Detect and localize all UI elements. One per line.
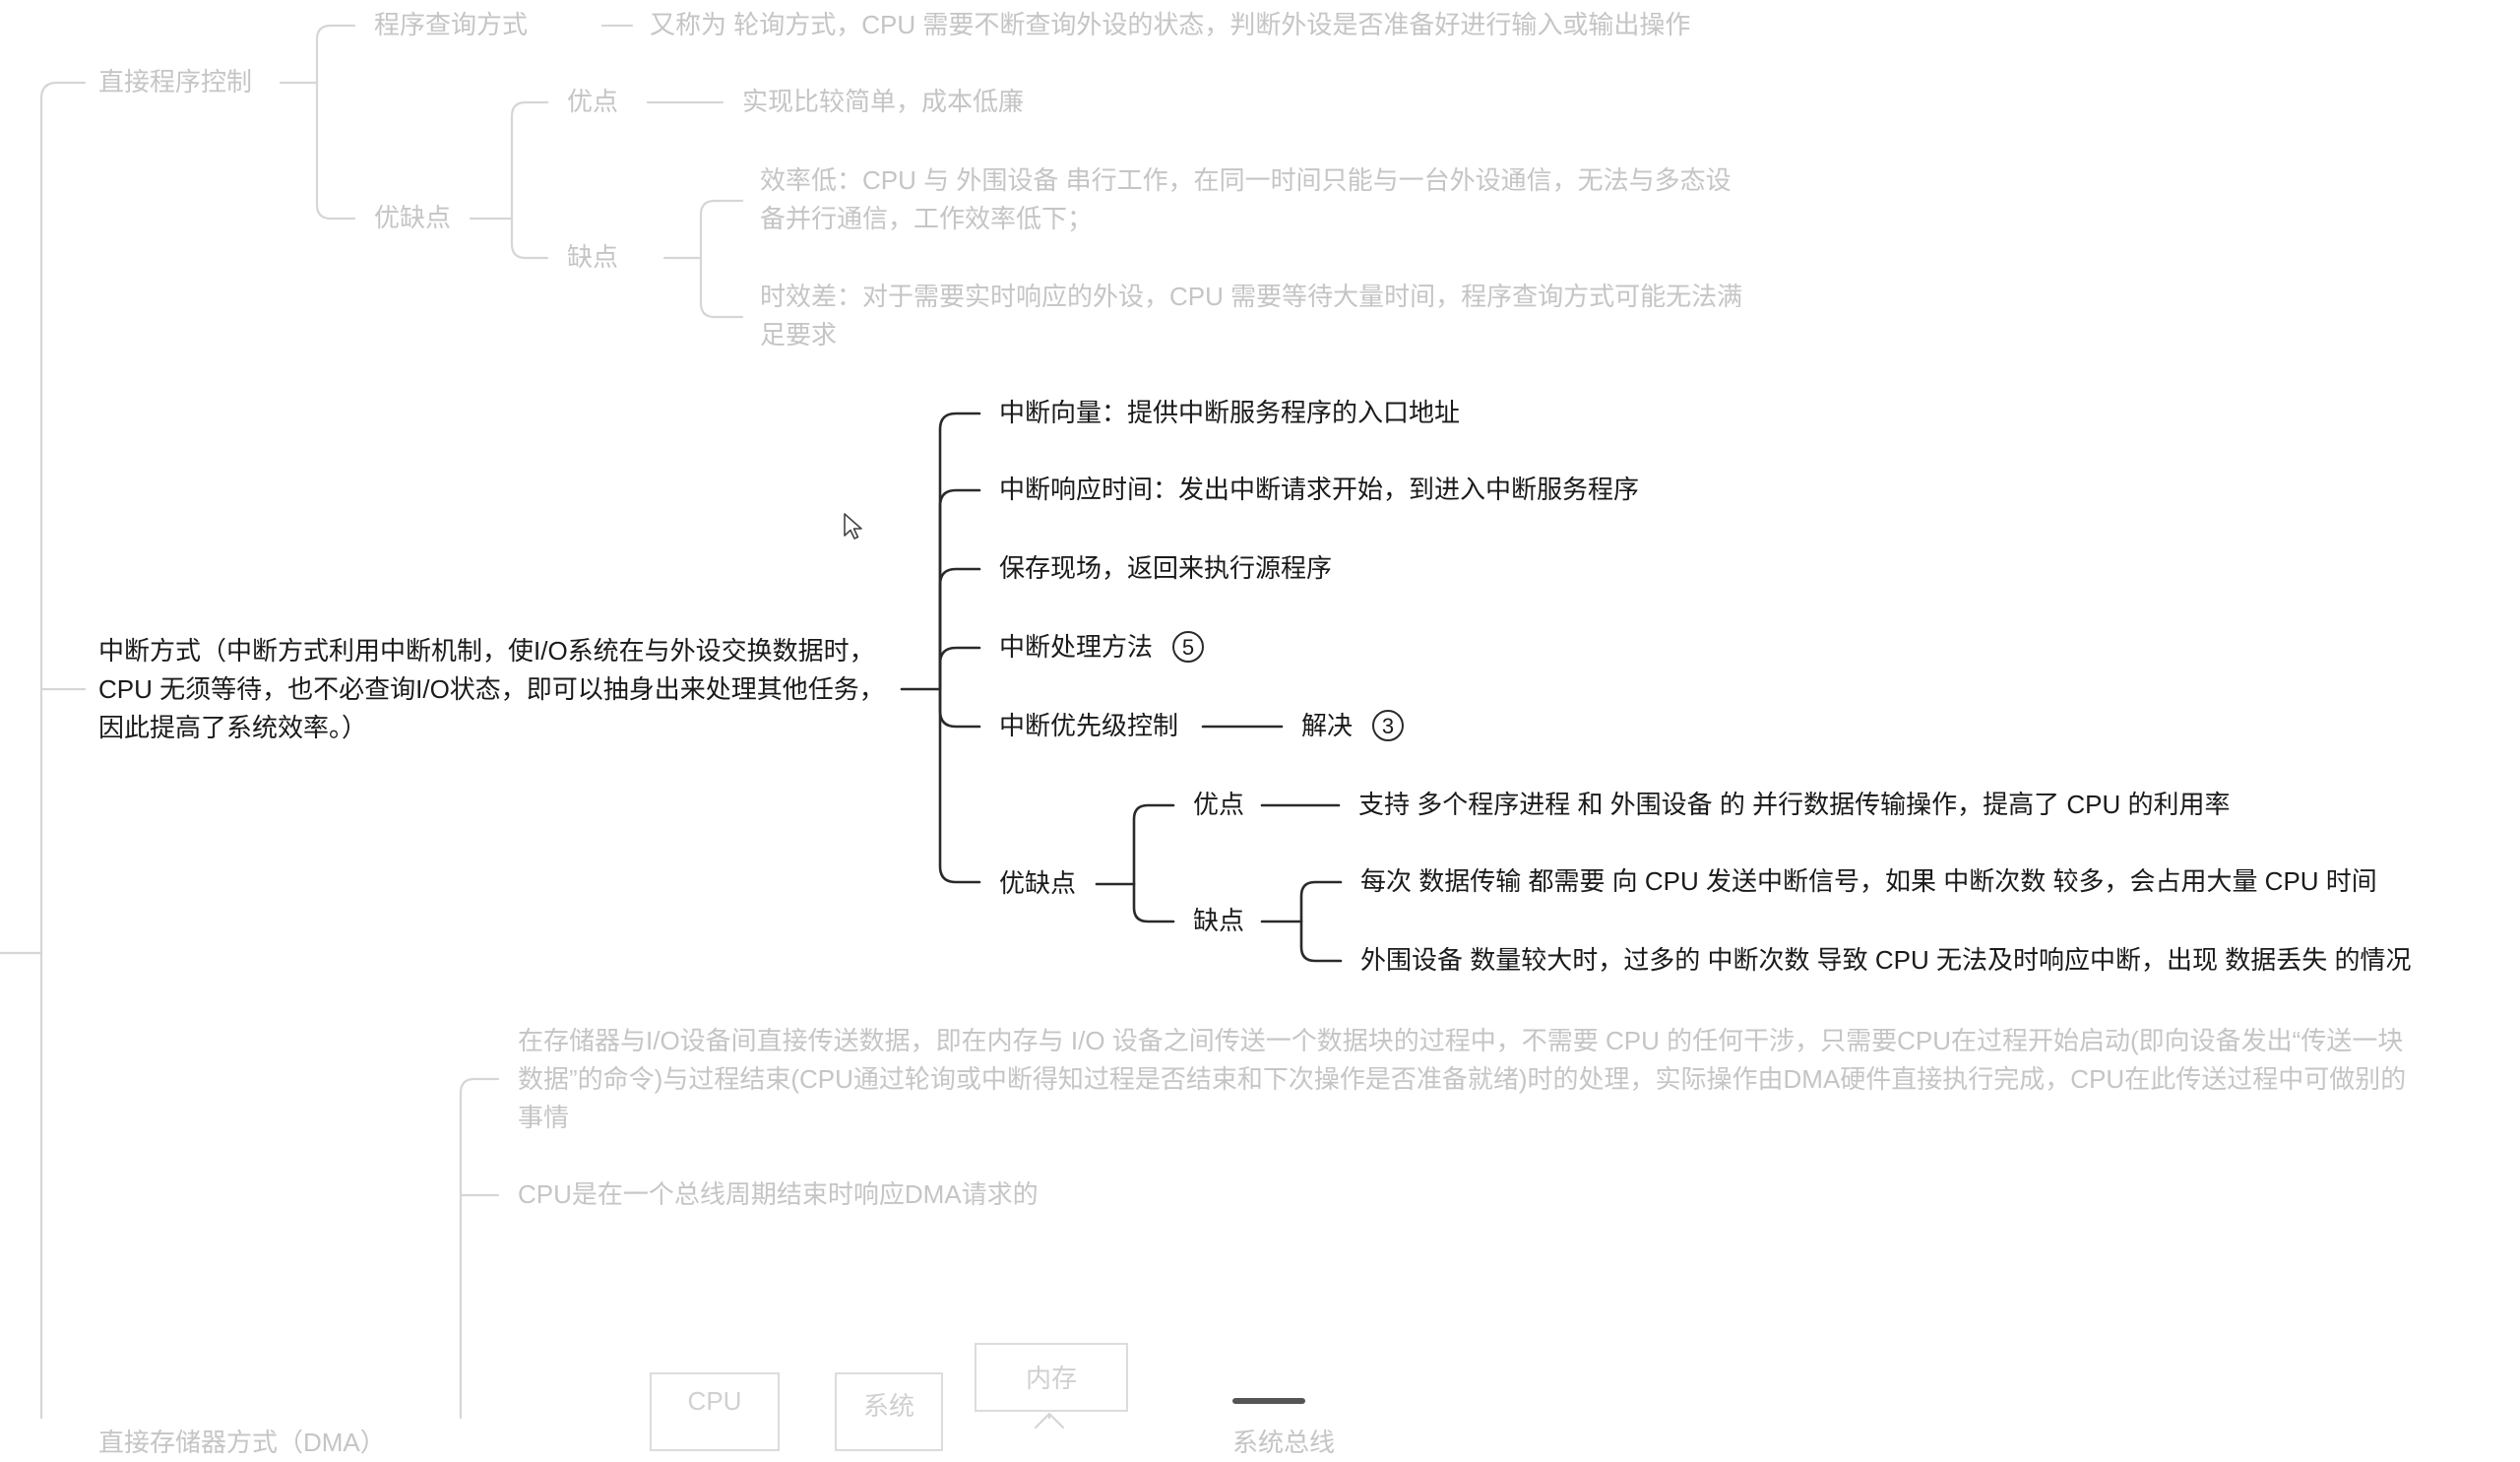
node-interrupt-priority-control[interactable]: 中断优先级控制: [999, 711, 1179, 740]
node-con-interrupt[interactable]: 缺点: [1193, 906, 1245, 935]
node-con-interrupt-data-loss[interactable]: 外围设备 数量较大时，过多的 中断次数 导致 CPU 无法及时响应中断，出现 数…: [1360, 945, 2412, 975]
node-dma-mode[interactable]: 直接存储器方式（DMA）: [98, 1428, 386, 1457]
node-pros-cons-top[interactable]: 优缺点: [374, 203, 452, 232]
child-count-badge[interactable]: 3: [1372, 710, 1405, 741]
node-dma-response[interactable]: CPU是在一个总线周期结束时响应DMA请求的: [518, 1179, 1039, 1209]
mouse-pointer-icon: [844, 513, 862, 540]
diagram-box-memory-label: 内存: [1025, 1364, 1077, 1393]
diagram-box-cpu: CPU: [650, 1372, 780, 1451]
diagram-box-system-label: 系统: [862, 1391, 914, 1421]
node-solve-label: 解决: [1301, 711, 1354, 740]
node-program-polling[interactable]: 程序查询方式: [374, 10, 529, 39]
node-pro-interrupt[interactable]: 优点: [1193, 790, 1245, 819]
diagram-bus-label: 系统总线: [1232, 1428, 1336, 1457]
node-direct-program-control[interactable]: 直接程序控制: [98, 67, 253, 96]
node-save-context[interactable]: 保存现场，返回来执行源程序: [999, 553, 1333, 583]
diagram-box-cpu-label: CPU: [687, 1386, 742, 1416]
inactive-connectors: [0, 24, 1065, 1430]
system-bus-bar: [1232, 1398, 1305, 1404]
diagram-box-system: 系统: [835, 1372, 943, 1451]
active-connectors: [900, 412, 1343, 963]
node-interrupt-vector[interactable]: 中断向量：提供中断服务程序的入口地址: [999, 398, 1461, 427]
node-con-top[interactable]: 缺点: [567, 242, 619, 272]
node-pro-top-description[interactable]: 实现比较简单，成本低廉: [742, 87, 1025, 116]
node-con-interrupt-cpu-time[interactable]: 每次 数据传输 都需要 向 CPU 发送中断信号，如果 中断次数 较多，会占用大…: [1360, 866, 2377, 896]
node-interrupt-mode[interactable]: 中断方式（中断方式利用中断机制，使I/O系统在与外设交换数据时，CPU 无须等待…: [98, 636, 885, 742]
connector-lines: [0, 24, 1343, 1430]
node-con-top-timeliness[interactable]: 时效差：对于需要实时响应的外设，CPU 需要等待大量时间，程序查询方式可能无法满…: [760, 282, 1743, 350]
node-interrupt-handling-method[interactable]: 中断处理方法 5: [999, 628, 1205, 667]
diagram-box-memory: 内存: [975, 1343, 1128, 1412]
node-pro-top[interactable]: 优点: [567, 87, 619, 116]
child-count-badge[interactable]: 5: [1172, 631, 1205, 663]
node-pro-interrupt-description[interactable]: 支持 多个程序进程 和 外围设备 的 并行数据传输操作，提高了 CPU 的利用率: [1358, 790, 2231, 819]
node-solve[interactable]: 解决 3: [1301, 707, 1405, 745]
node-con-top-efficiency[interactable]: 效率低：CPU 与 外围设备 串行工作，在同一时间只能与一台外设通信，无法与多态…: [760, 165, 1732, 233]
node-interrupt-handling-method-label: 中断处理方法: [999, 632, 1154, 662]
node-pros-cons-interrupt[interactable]: 优缺点: [999, 868, 1077, 898]
node-polling-description[interactable]: 又称为 轮询方式，CPU 需要不断查询外设的状态，判断外设是否准备好进行输入或输…: [650, 10, 1691, 39]
node-interrupt-response-time[interactable]: 中断响应时间：发出中断请求开始，到进入中断服务程序: [999, 475, 1640, 504]
node-dma-description[interactable]: 在存储器与I/O设备间直接传送数据，即在内存与 I/O 设备之间传送一个数据块的…: [518, 1026, 2407, 1132]
